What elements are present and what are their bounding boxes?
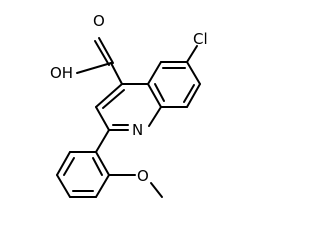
aryl-c2-c1-double-bond: [92, 157, 103, 176]
c3-c4-double-bond: [102, 89, 125, 109]
carbonyl-double-bond: [94, 40, 110, 66]
c6-c7-bond: [186, 61, 201, 85]
structure-canvas: O OH Cl N O: [50, 12, 208, 198]
chlorine-label: Cl: [193, 30, 208, 48]
carbonyl-oxygen-label: O: [93, 12, 105, 30]
chlorine-bond: [186, 45, 198, 63]
molecule-drawing: O OH Cl N O: [50, 12, 208, 198]
methyl-bond: [150, 182, 163, 198]
c2-c3-bond: [95, 106, 110, 131]
c3-c4-bond: [95, 83, 123, 108]
ring-nitrogen-label: N: [132, 121, 143, 139]
aryl-c2-c1-bond: [95, 151, 110, 176]
carbonyl-bond: [98, 37, 114, 64]
c2-aryl-bond: [95, 129, 110, 153]
c7-c8-bond: [186, 83, 201, 108]
aryl-c3-c2-bond: [95, 174, 110, 198]
bond-lines: [56, 37, 201, 198]
c4a-c5-bond: [147, 61, 162, 85]
c7-c8-double-bond: [183, 84, 195, 103]
c8a-n-bond: [148, 106, 162, 127]
hydroxyl-bond: [76, 62, 112, 74]
aryl-c6-c5-bond: [56, 151, 71, 176]
hydroxyl-label: OH: [50, 64, 73, 82]
atom-labels: O OH Cl N O: [50, 12, 208, 185]
ether-oxygen-label: O: [137, 167, 149, 185]
acid-to-ring-bond: [110, 62, 123, 85]
aryl-c6-c5-double-bond: [63, 157, 75, 176]
aryl-c5-c4-bond: [56, 174, 71, 198]
c4a-c8a-double-bond: [154, 83, 165, 102]
c4a-c8a-bond: [147, 83, 162, 108]
